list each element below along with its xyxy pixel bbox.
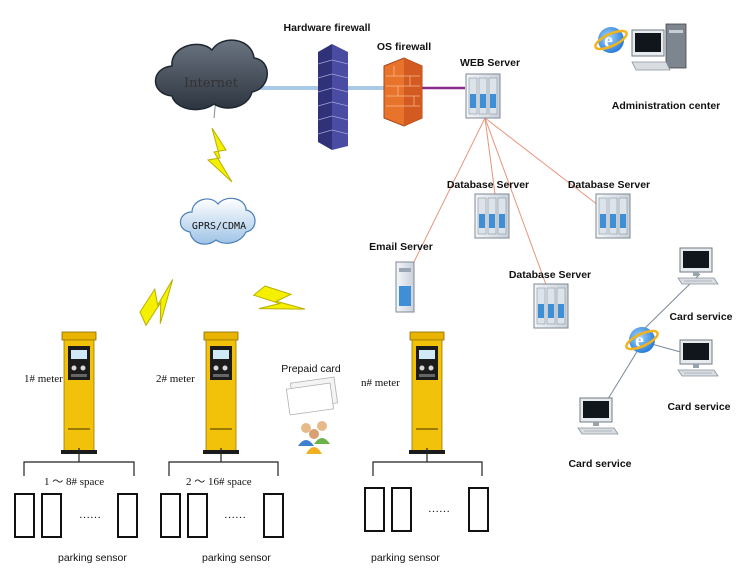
browser-icon: [598, 27, 624, 53]
firewall-icon: [383, 57, 423, 127]
parking-space: [391, 487, 412, 532]
parking-space: [364, 487, 385, 532]
prepaid-card: Prepaid card: [281, 363, 341, 454]
meter-label: n# meter: [361, 377, 400, 389]
gprs-cdma-cloud: GPRS/CDMA: [179, 197, 256, 245]
db-server-label: Database Server: [447, 179, 529, 191]
database-server-2: Database Server: [568, 179, 650, 239]
cloud-icon: [179, 197, 256, 245]
dots-label: ……: [428, 503, 450, 515]
parking-space: [117, 493, 138, 538]
browser-icon: [629, 327, 655, 353]
server-icon: [465, 73, 501, 119]
connection-lines: [213, 86, 701, 413]
prepaid-card-label: Prepaid card: [281, 363, 341, 375]
server-icon: [595, 193, 631, 239]
parking-space: [468, 487, 489, 532]
server-icon: [395, 261, 415, 313]
parking-group-n: …… parking sensor: [364, 448, 489, 564]
meter-1: 1# meter: [24, 331, 98, 455]
lightning-bolts: [131, 127, 308, 332]
database-server-3: Database Server: [509, 269, 591, 329]
computer-icon: [631, 23, 687, 71]
space-label: 1 ～ 8# space: [44, 476, 104, 488]
cloud-icon: [154, 39, 268, 111]
hardware-firewall: Hardware firewall: [284, 22, 371, 150]
lightning-icon: [206, 127, 233, 183]
meter-2: 2# meter: [156, 331, 240, 455]
card-service-label: Card service: [667, 401, 730, 413]
users-icon: [298, 421, 330, 454]
os-firewall-label: OS firewall: [377, 41, 431, 53]
meter-n: n# meter: [361, 331, 446, 455]
computer-icon: [677, 247, 719, 285]
meter-icon: [60, 331, 98, 455]
meter-label: 1# meter: [24, 373, 63, 385]
svg-text:e: e: [635, 330, 644, 352]
db-server-label: Database Server: [509, 269, 591, 281]
email-server-label: Email Server: [369, 241, 433, 253]
web-server: WEB Server: [460, 57, 520, 119]
web-server-label: WEB Server: [460, 57, 520, 69]
lightning-icon: [131, 275, 190, 332]
space-label: 2 ～ 16# space: [186, 476, 252, 488]
dots-label: ……: [224, 509, 246, 521]
db-server-label: Database Server: [568, 179, 650, 191]
computer-icon: [677, 339, 719, 377]
firewall-icon: [317, 44, 349, 150]
parking-space: [263, 493, 284, 538]
meter-icon: [408, 331, 446, 455]
admin-center-label: Administration center: [612, 100, 721, 112]
parking-group-1: 1 ～ 8# space …… parking sensor: [14, 448, 138, 564]
computer-icon: [577, 397, 619, 435]
administration-center: e Administration center: [594, 23, 721, 112]
card-service-label: Card service: [669, 311, 732, 323]
card-service-label: Card service: [568, 458, 631, 470]
lightning-icon: [248, 276, 308, 331]
hardware-firewall-label: Hardware firewall: [284, 22, 371, 34]
parking-space: [14, 493, 35, 538]
parking-group-2: 2 ～ 16# space …… parking sensor: [160, 448, 284, 564]
sensor-label: parking sensor: [58, 552, 127, 564]
parking-space: [41, 493, 62, 538]
email-server: Email Server: [369, 241, 433, 313]
parking-space: [187, 493, 208, 538]
sensor-label: parking sensor: [202, 552, 271, 564]
internet-label: Internet: [184, 76, 239, 91]
dots-label: ……: [79, 509, 101, 521]
internet-cloud: Internet: [154, 39, 268, 111]
server-icon: [474, 193, 510, 239]
card-service-network: e Card service Card service Card service: [568, 247, 733, 470]
sensor-label: parking sensor: [371, 552, 440, 564]
meter-icon: [202, 331, 240, 455]
card-icon: [285, 376, 339, 416]
server-icon: [533, 283, 569, 329]
database-server-1: Database Server: [447, 179, 529, 239]
meter-label: 2# meter: [156, 373, 195, 385]
parking-space: [160, 493, 181, 538]
os-firewall: OS firewall: [377, 41, 431, 127]
gprs-label: GPRS/CDMA: [192, 221, 246, 232]
svg-text:e: e: [604, 30, 613, 52]
